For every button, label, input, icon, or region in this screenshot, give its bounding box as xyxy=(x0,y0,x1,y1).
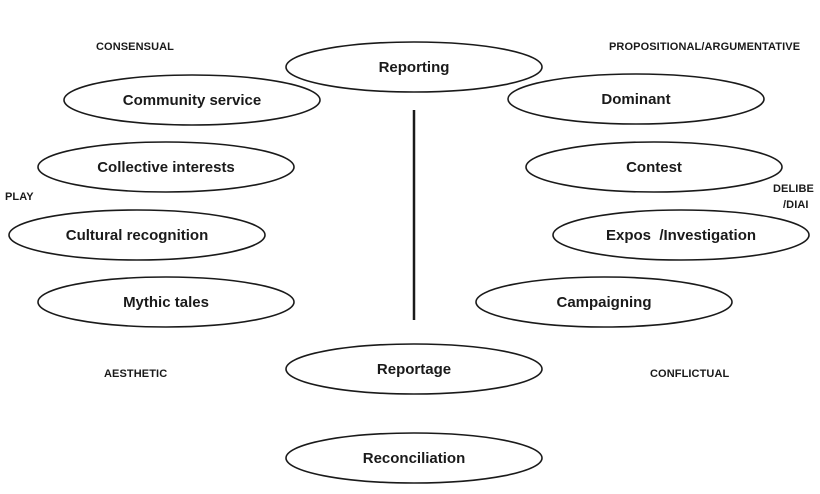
left-oval-cultural-recognition: Cultural recognition xyxy=(8,209,266,261)
right-oval-label: Contest xyxy=(626,159,682,176)
center-oval-reportage-label: Reportage xyxy=(377,361,451,378)
left-oval-collective-interests: Collective interests xyxy=(37,141,295,193)
left-oval-label: Mythic tales xyxy=(123,294,209,311)
edge-label-play: PLAY xyxy=(5,191,34,203)
center-oval-reconciliation: Reconciliation xyxy=(285,432,543,484)
right-oval-expos-investigation: Expos /Investigation xyxy=(552,209,810,261)
center-oval-reportage: Reportage xyxy=(285,343,543,395)
left-oval-mythic-tales: Mythic tales xyxy=(37,276,295,328)
right-oval-contest: Contest xyxy=(525,141,783,193)
right-oval-label: Campaigning xyxy=(556,294,651,311)
right-oval-label: Dominant xyxy=(601,91,670,108)
center-oval-reporting-label: Reporting xyxy=(379,59,450,76)
left-oval-label: Cultural recognition xyxy=(66,227,209,244)
center-oval-reconciliation-label: Reconciliation xyxy=(363,450,466,467)
corner-label-aesthetic: AESTHETIC xyxy=(104,368,168,380)
right-oval-dominant: Dominant xyxy=(507,73,765,125)
right-oval-campaigning: Campaigning xyxy=(475,276,733,328)
edge-label-deliberative: DELIBE xyxy=(773,183,814,195)
left-oval-label: Community service xyxy=(123,92,261,109)
corner-label-conflictual: CONFLICTUAL xyxy=(650,368,730,380)
left-oval-label: Collective interests xyxy=(97,159,235,176)
left-oval-community-service: Community service xyxy=(63,74,321,126)
right-oval-label: Expos /Investigation xyxy=(606,227,756,244)
center-oval-reporting: Reporting xyxy=(285,41,543,93)
corner-label-propositional: PROPOSITIONAL/ARGUMENTATIVE xyxy=(609,41,801,53)
corner-label-consensual: CONSENSUAL xyxy=(96,41,175,53)
edge-label-dialogic: /DIAI xyxy=(783,199,809,211)
